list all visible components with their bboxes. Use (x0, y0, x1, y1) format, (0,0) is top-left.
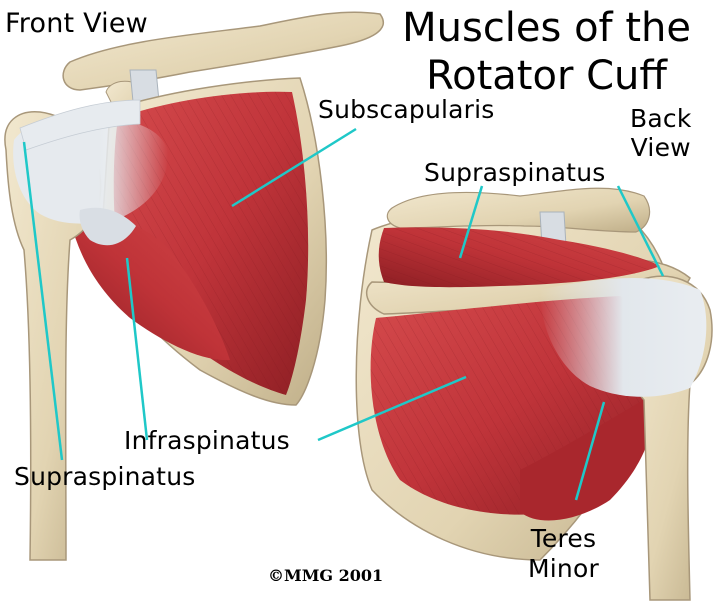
back-view-anatomy (355, 187, 713, 601)
back-view-label: Back View (630, 104, 692, 162)
front-lower-tendon (79, 207, 136, 246)
front-supraspinatus-tendon (19, 99, 141, 151)
teres-minor-label: Teres Minor (528, 524, 599, 584)
leader-subscapularis (231, 127, 357, 208)
front-view-label: Front View (5, 8, 148, 39)
teres-minor-line-2: Minor (528, 554, 599, 583)
leader-infraspinatus-front (125, 257, 149, 441)
supraspinatus-front-label: Supraspinatus (14, 462, 196, 491)
copyright-notice: ©MMG 2001 (268, 566, 384, 585)
back-tendon-cap (540, 277, 707, 397)
leader-supraspinatus-front (22, 141, 64, 461)
front-infraspinatus-muscle (70, 216, 230, 361)
supraspinatus-back-label: Supraspinatus (424, 158, 606, 187)
title-line-1: Muscles of the (402, 5, 691, 51)
leader-lines (22, 127, 665, 501)
leader-teres-minor (574, 401, 606, 501)
back-clavicle (386, 187, 651, 233)
leader-supraspinatus-back-2 (616, 185, 665, 277)
leader-supraspinatus-back (458, 185, 484, 259)
infraspinatus-label: Infraspinatus (124, 426, 290, 455)
front-tendon-cap (13, 115, 169, 224)
front-view-anatomy (4, 11, 384, 561)
teres-minor-line-1: Teres (530, 524, 597, 553)
teres-minor-muscle (520, 396, 653, 521)
diagram-title: Muscles of the Rotator Cuff (402, 4, 691, 100)
back-view-line-1: Back (630, 104, 692, 133)
back-view-line-2: View (630, 133, 691, 162)
subscapularis-label: Subscapularis (318, 95, 495, 124)
leader-infraspinatus-back (317, 375, 467, 442)
title-line-2: Rotator Cuff (426, 53, 667, 99)
